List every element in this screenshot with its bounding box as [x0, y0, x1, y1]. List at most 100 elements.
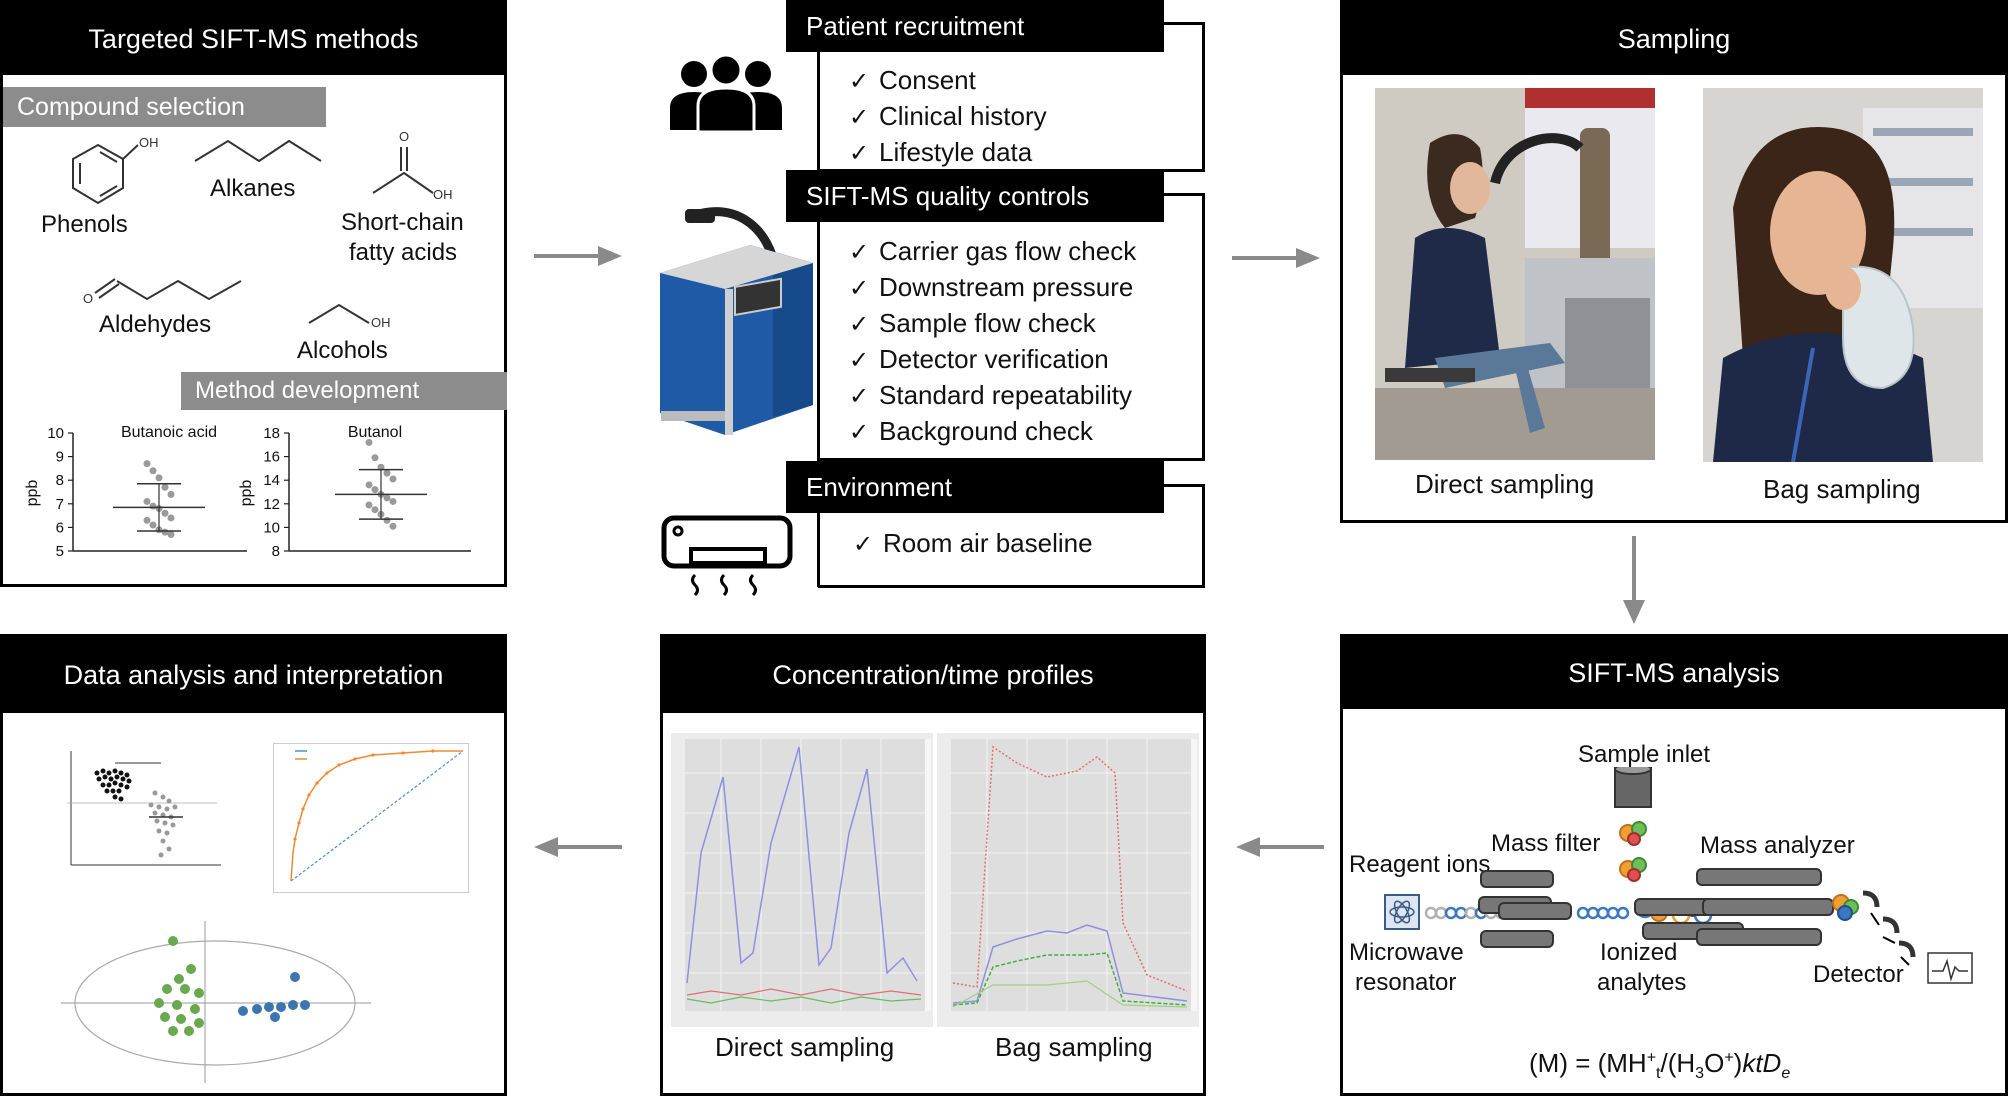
alkane-structure-icon — [194, 139, 322, 163]
y-tick-label: 18 — [263, 425, 280, 442]
sampling-panel: Sampling Direct sampling Bag sampling — [1340, 0, 2008, 523]
sift-analysis-title: SIFT-MS analysis — [1343, 637, 2005, 709]
check-mark-icon: ✓ — [849, 275, 870, 302]
checklist-item: ✓Downstream pressure — [849, 269, 1136, 305]
checklist-item: ✓Standard repeatability — [849, 377, 1136, 413]
microwave-label-line1: Microwave — [1349, 939, 1464, 966]
direct-sampling-photo — [1375, 88, 1655, 460]
fatty-acid-structure-icon: O OH — [372, 129, 453, 202]
y-tick-label: 6 — [56, 519, 64, 536]
data-point — [365, 501, 373, 509]
microwave-label-line2: resonator — [1355, 969, 1457, 996]
plot-ylabel: ppb — [238, 480, 255, 507]
targeted-methods-panel: Targeted SIFT-MS methods Compound select… — [0, 0, 507, 587]
y-tick-label: 7 — [56, 496, 64, 513]
data-point — [389, 475, 397, 483]
mass-filter-label: Mass filter — [1491, 830, 1601, 857]
scfa-label-line1: Short-chain — [341, 209, 464, 236]
check-mark-icon: ✓ — [849, 311, 870, 338]
phenol-structure-icon: OH — [72, 135, 159, 205]
alkanes-label: Alkanes — [210, 175, 296, 202]
profiles-title: Concentration/time profiles — [663, 637, 1203, 713]
data-point — [389, 522, 397, 530]
check-mark-icon: ✓ — [849, 239, 870, 266]
y-tick-label: 14 — [263, 472, 280, 489]
data-point — [149, 521, 157, 529]
arrow-right-2-icon — [1232, 248, 1320, 268]
plot-ylabel: ppb — [24, 480, 41, 507]
detector-label: Detector — [1813, 961, 1904, 988]
phenol-oh-label: OH — [139, 135, 159, 150]
direct-sampling-caption: Direct sampling — [1415, 469, 1595, 499]
sampling-title: Sampling — [1343, 3, 2005, 75]
mass-analyzer-label: Mass analyzer — [1700, 832, 1855, 859]
quality-checklist: ✓Carrier gas flow check ✓Downstream pres… — [849, 233, 1136, 449]
quality-title: SIFT-MS quality controls — [786, 170, 1164, 222]
aldehydes-label: Aldehydes — [99, 311, 212, 338]
data-point — [167, 530, 175, 538]
direct-profile-chart — [671, 733, 933, 1027]
y-tick-label: 10 — [263, 519, 280, 536]
fatty-acid-oh-label: OH — [433, 187, 453, 202]
aldehyde-structure-icon: O — [83, 278, 242, 306]
check-mark-icon: ✓ — [849, 419, 870, 446]
data-point — [371, 486, 379, 494]
check-mark-icon: ✓ — [849, 68, 870, 95]
group-comparison-plot — [67, 751, 221, 866]
data-point — [389, 497, 397, 505]
data-point — [149, 467, 157, 475]
concentration-formula: (M) = (MH+t/(H3O+)ktDe — [1529, 1048, 1791, 1083]
data-point — [167, 514, 175, 522]
data-point — [365, 481, 373, 489]
data-point — [143, 516, 151, 524]
data-point — [155, 474, 163, 482]
pca-score-plot — [55, 919, 373, 1089]
plot-title: Butanoic acid — [121, 424, 217, 441]
check-mark-icon: ✓ — [849, 383, 870, 410]
checklist-item: ✓Clinical history — [849, 98, 1047, 134]
bag-sampling-photo — [1703, 88, 1983, 462]
arrow-left-2-icon — [534, 837, 622, 857]
checklist-item: ✓Lifestyle data — [849, 134, 1047, 170]
checklist-item: ✓Consent — [849, 62, 1047, 98]
data-point — [371, 454, 379, 462]
reagent-ions-label: Reagent ions — [1349, 851, 1491, 878]
recruitment-checklist: ✓Consent ✓Clinical history ✓Lifestyle da… — [849, 62, 1047, 170]
method-development-label: Method development — [181, 372, 507, 410]
y-tick-label: 9 — [56, 449, 64, 466]
patients-icon — [670, 53, 782, 132]
profile-direct-caption: Direct sampling — [715, 1032, 895, 1062]
profiles-panel: Concentration/time profiles Direct sampl… — [660, 634, 1206, 1096]
y-tick-label: 8 — [56, 472, 64, 489]
y-tick-label: 5 — [56, 543, 64, 560]
check-mark-icon: ✓ — [849, 347, 870, 374]
arrow-right-1-icon — [534, 246, 622, 266]
analysis-title: Data analysis and interpretation — [3, 637, 504, 713]
sift-analysis-panel: SIFT-MS analysis Sample inlet Mass filte… — [1340, 634, 2008, 1096]
environment-checklist: ✓Room air baseline — [853, 525, 1093, 561]
check-mark-icon: ✓ — [853, 531, 874, 558]
check-mark-icon: ✓ — [849, 104, 870, 131]
data-point — [167, 490, 175, 498]
profile-bag-caption: Bag sampling — [995, 1032, 1153, 1062]
y-tick-label: 8 — [272, 543, 280, 560]
alcohol-structure-icon: OH — [308, 303, 391, 330]
alcohols-label: Alcohols — [297, 337, 388, 364]
checklist-item: ✓Carrier gas flow check — [849, 233, 1136, 269]
data-point — [143, 497, 151, 505]
data-point — [161, 483, 169, 491]
y-tick-label: 16 — [263, 449, 280, 466]
targeted-methods-title: Targeted SIFT-MS methods — [3, 3, 504, 75]
bag-profile-chart — [937, 733, 1199, 1027]
data-point — [383, 494, 391, 502]
aldehyde-o-label: O — [83, 291, 93, 306]
phenols-label: Phenols — [41, 211, 128, 238]
center-connector-line — [817, 42, 820, 587]
plot-title: Butanol — [348, 424, 402, 441]
data-point — [143, 460, 151, 468]
sift-ms-schematic — [1384, 767, 1973, 984]
data-point — [383, 516, 391, 524]
checklist-item: ✓Sample flow check — [849, 305, 1136, 341]
